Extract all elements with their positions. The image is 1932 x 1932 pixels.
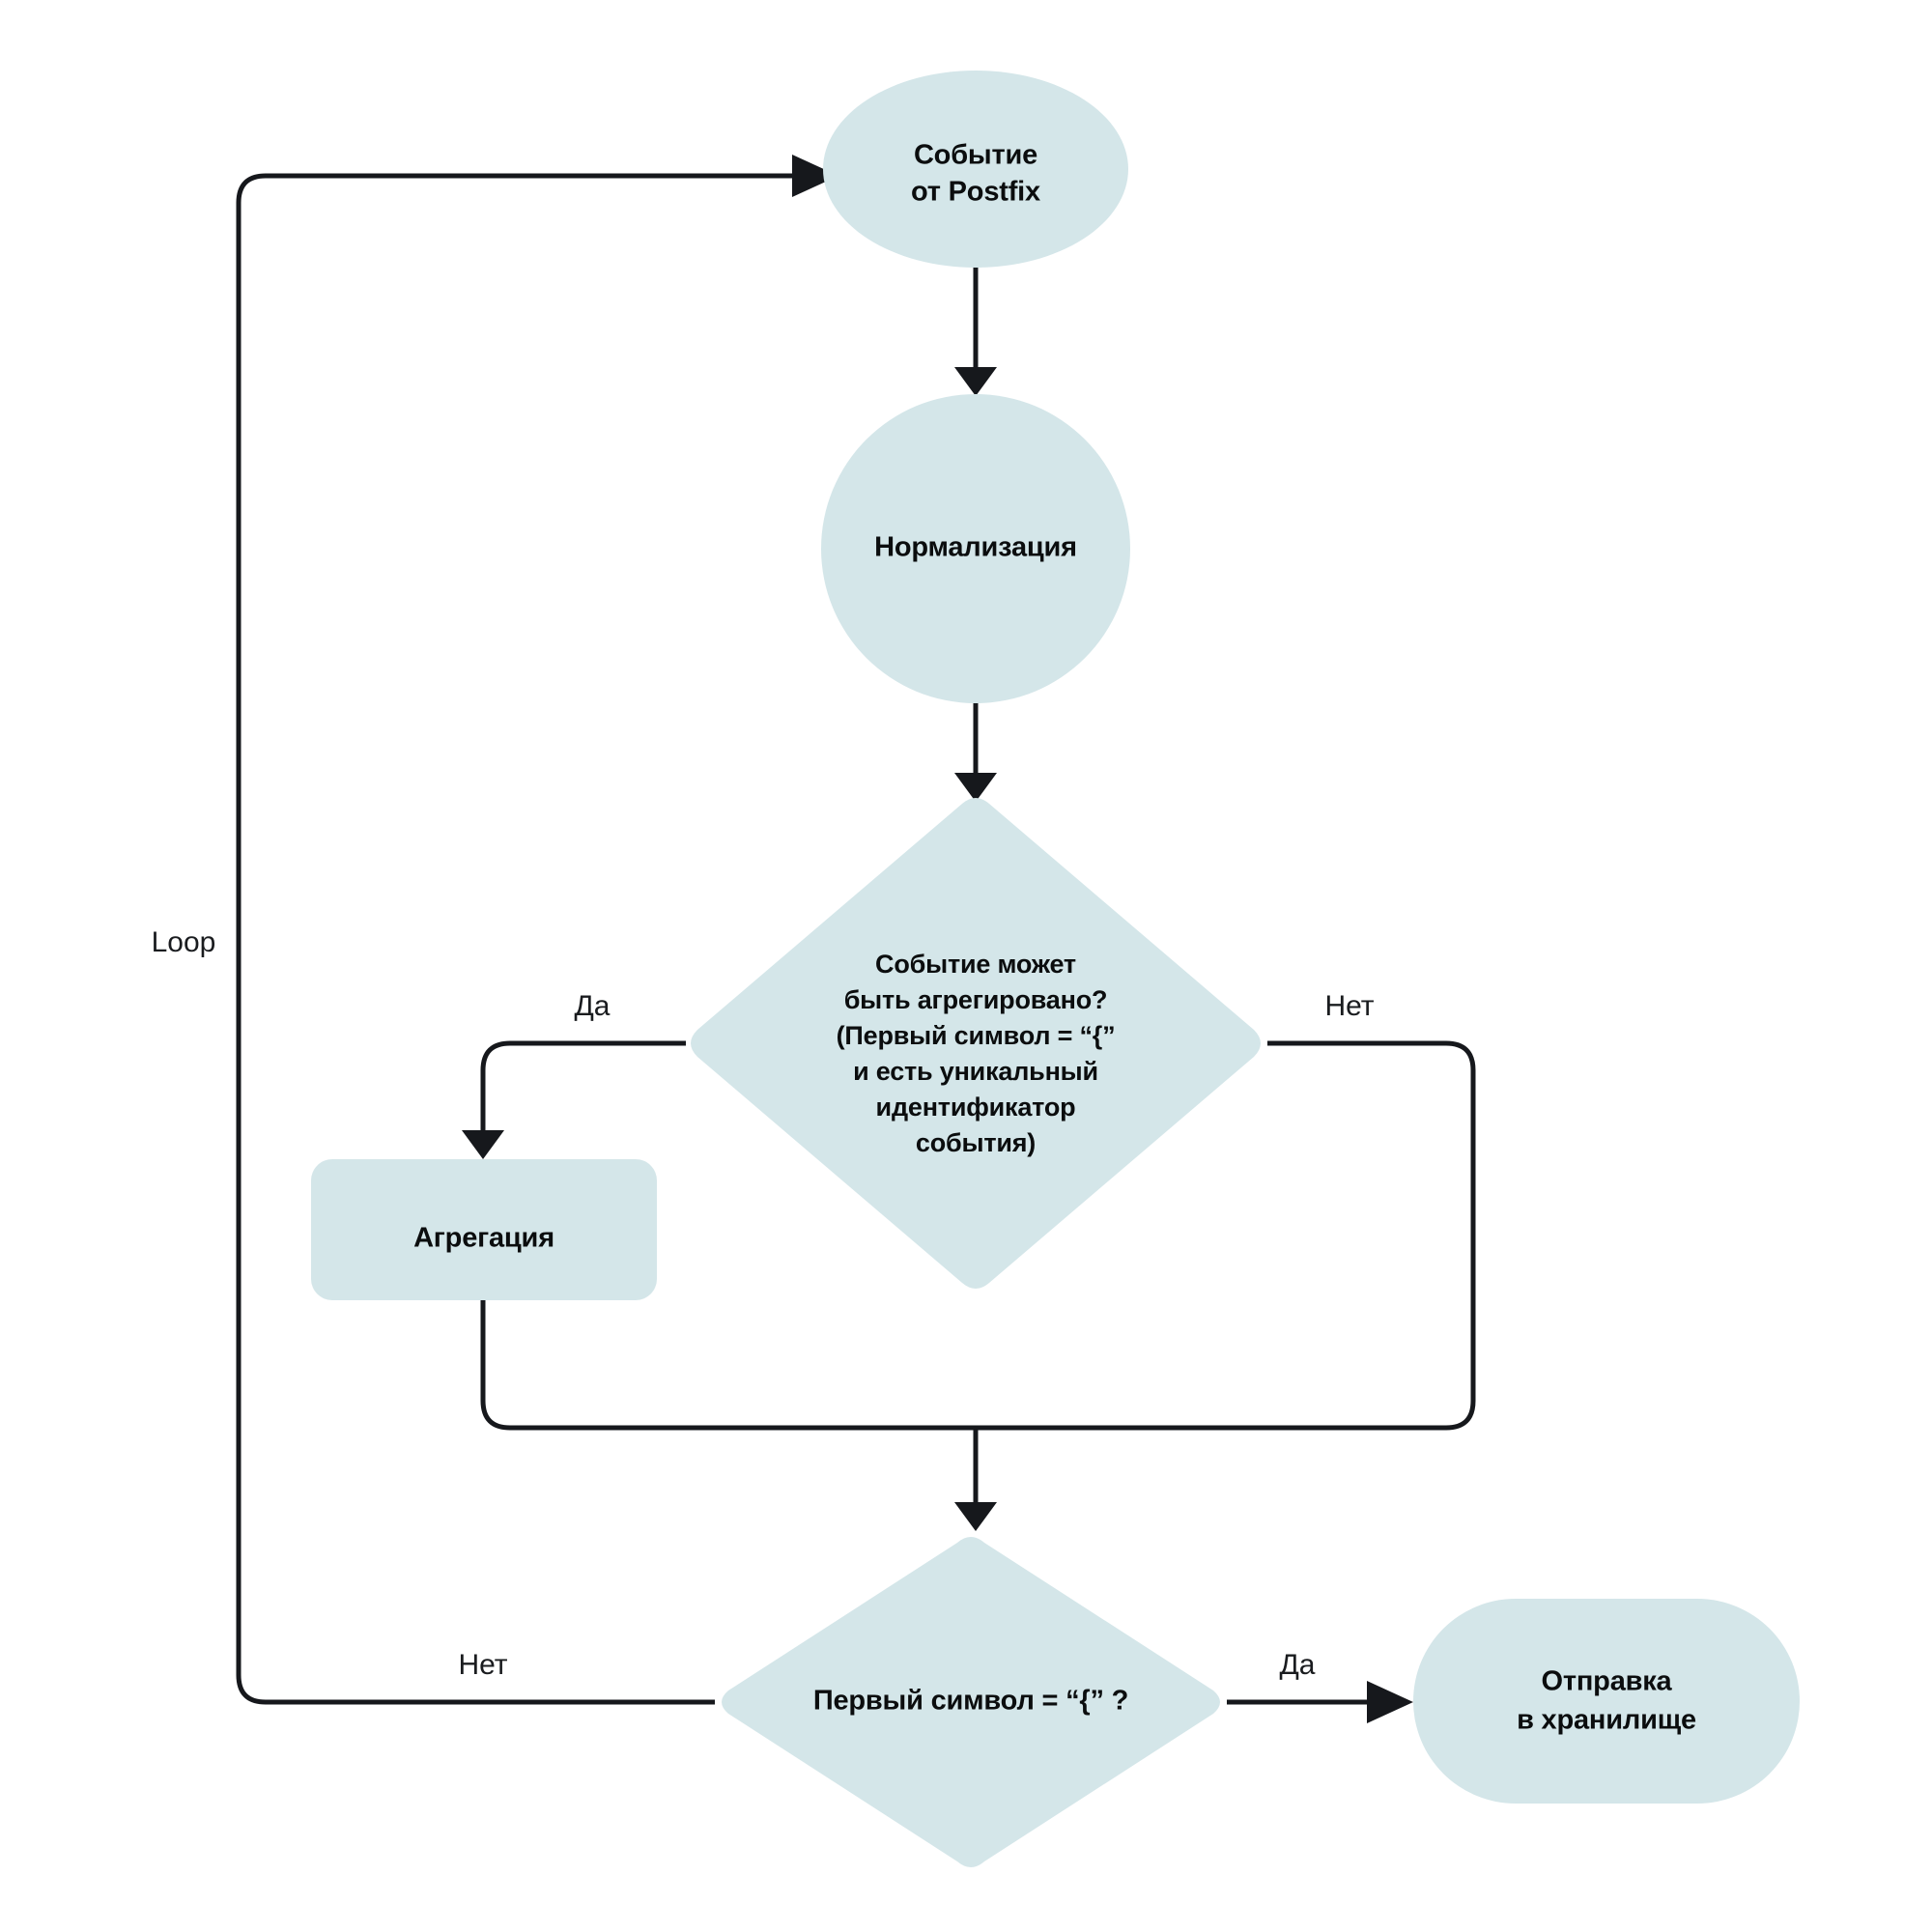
edge-labels-group: Loop Да Нет Нет Да — [152, 926, 1375, 1681]
first-char-label: Первый символ = “{” ? — [813, 1686, 1128, 1717]
edge-loop-back — [236, 155, 838, 1705]
edge-aggregation-merge-path — [480, 1300, 976, 1431]
edge-decision-yes-arrowhead — [462, 1130, 504, 1159]
edge-decision2-yes-arrowhead — [1367, 1681, 1413, 1723]
edge-label-aggregate-yes: Да — [574, 990, 610, 1022]
normalization-shape[interactable] — [821, 394, 1130, 703]
edge-decision-no-to-merge — [976, 1040, 1476, 1431]
first-char-shape[interactable] — [722, 1537, 1220, 1867]
edge-decision-yes-path — [480, 1040, 686, 1130]
send-to-storage-shape[interactable] — [1413, 1599, 1800, 1804]
can-aggregate-label-line3: (Первый символ = “{” — [837, 1021, 1116, 1050]
edges-group — [236, 155, 1476, 1723]
normalization-label: Нормализация — [874, 532, 1077, 563]
aggregation-shape[interactable] — [311, 1159, 657, 1300]
edge-loop-path — [236, 173, 792, 1705]
start-event-shape[interactable] — [823, 71, 1128, 268]
nodes-group: Событие от Postfix Нормализация Событие … — [311, 71, 1800, 1867]
can-aggregate-label-line5: идентификатор — [876, 1093, 1076, 1122]
node-start-event[interactable]: Событие от Postfix — [823, 71, 1128, 268]
aggregation-label: Агрегация — [413, 1223, 554, 1254]
can-aggregate-label-line1: Событие может — [875, 950, 1076, 979]
node-normalization[interactable]: Нормализация — [821, 394, 1130, 703]
node-send-to-storage[interactable]: Отправка в хранилище — [1413, 1599, 1800, 1804]
edge-normalization-to-decision — [954, 703, 997, 802]
send-to-storage-label-line2: в хранилище — [1517, 1705, 1696, 1736]
edge-label-first-char-yes: Да — [1279, 1649, 1315, 1681]
edge-decision-yes-to-aggregation — [462, 1040, 686, 1159]
edge-start-normalization-arrowhead — [954, 367, 997, 396]
start-event-label-line2: от Postfix — [911, 177, 1040, 208]
edge-aggregation-to-merge — [480, 1300, 976, 1431]
edge-label-loop: Loop — [152, 926, 216, 958]
can-aggregate-shape[interactable] — [691, 798, 1261, 1289]
edge-label-aggregate-no: Нет — [1324, 990, 1374, 1022]
can-aggregate-label-line4: и есть уникальный — [853, 1057, 1098, 1086]
edge-label-first-char-no: Нет — [458, 1649, 507, 1681]
edge-normalization-decision-arrowhead — [954, 773, 997, 802]
node-first-char-decision[interactable]: Первый символ = “{” ? — [722, 1537, 1220, 1867]
node-aggregation[interactable]: Агрегация — [311, 1159, 657, 1300]
can-aggregate-label-line2: быть агрегировано? — [844, 985, 1108, 1014]
edge-start-to-normalization — [954, 267, 997, 396]
edge-loop-arrowhead — [792, 155, 838, 197]
edge-merge-decision2-arrowhead — [954, 1502, 997, 1531]
edge-merge-to-decision2 — [954, 1428, 997, 1531]
edge-decision-no-path — [976, 1040, 1476, 1431]
send-to-storage-label-line1: Отправка — [1542, 1666, 1673, 1697]
start-event-label-line1: Событие — [914, 140, 1037, 171]
can-aggregate-label-line6: события) — [916, 1128, 1036, 1157]
edge-decision2-yes-to-storage — [1227, 1681, 1413, 1723]
node-can-aggregate-decision[interactable]: Событие может быть агрегировано? (Первый… — [691, 798, 1261, 1289]
